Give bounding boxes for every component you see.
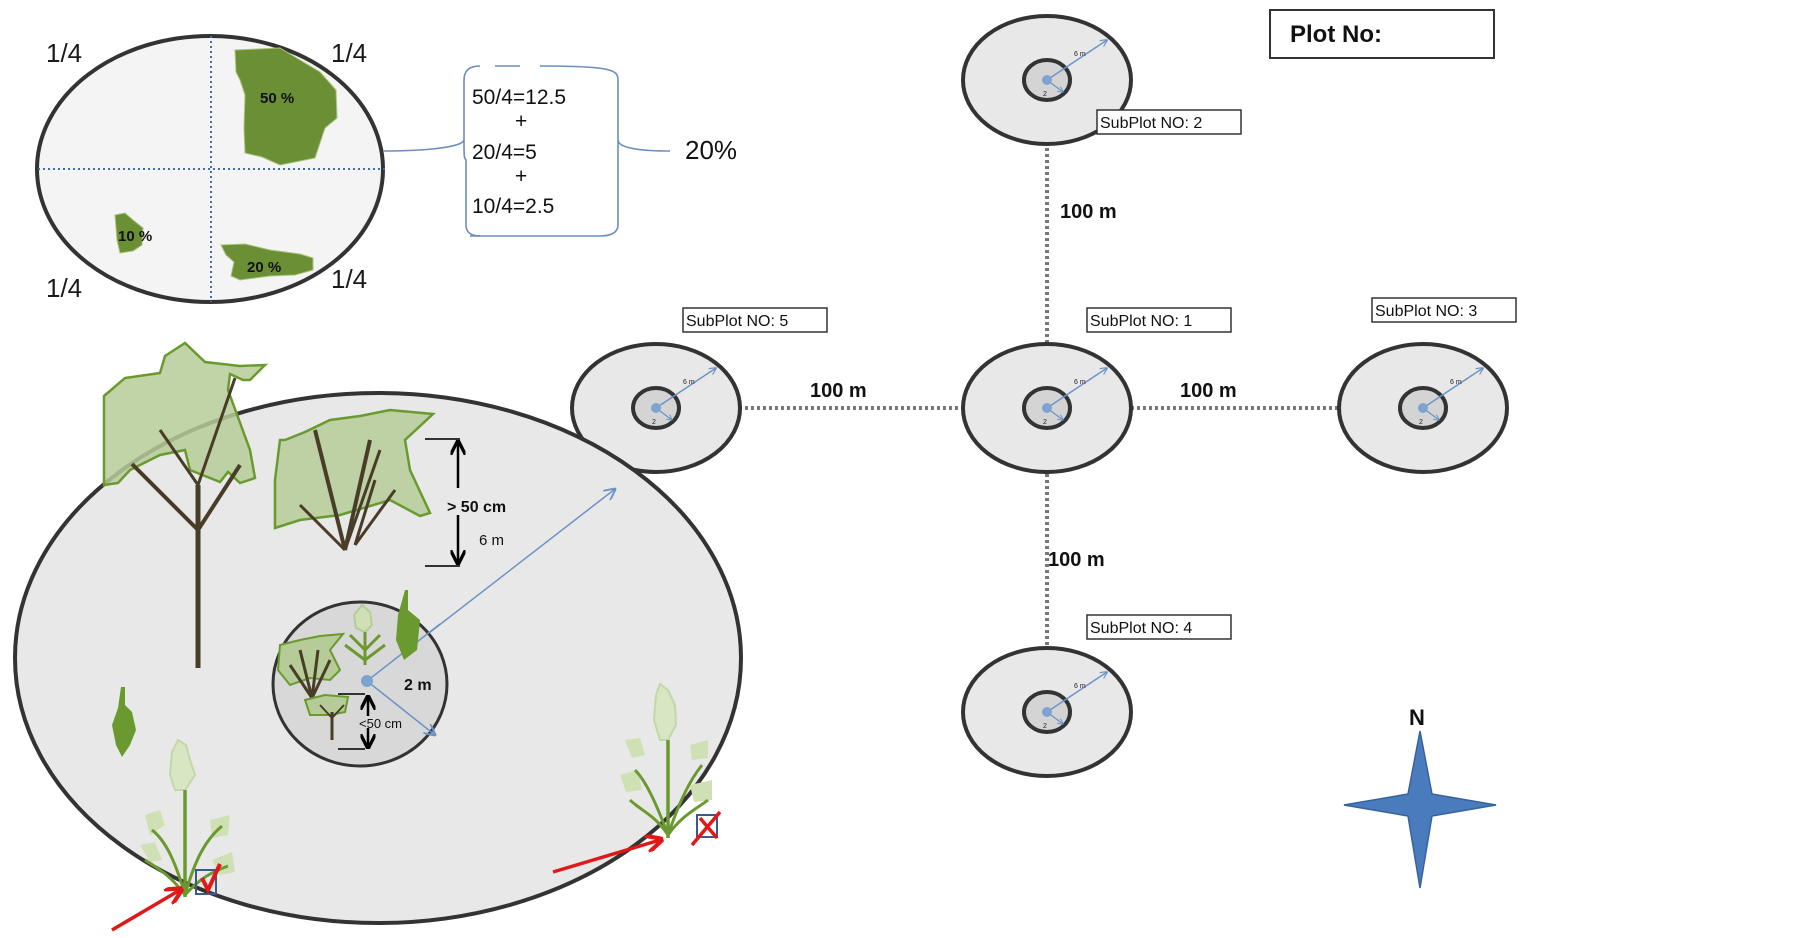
cover-patch-10 <box>114 212 144 254</box>
subplot-outer-radius-arrow <box>1046 368 1107 409</box>
grass-tuft-icon <box>112 687 136 757</box>
subplot-outer-radius-arrow <box>1046 40 1107 81</box>
outer-radius-label: 6 m <box>479 532 504 549</box>
cover-label-10: 10 % <box>118 228 152 245</box>
distance-label-south: 100 m <box>1048 549 1105 571</box>
subplot-inner-radius-label: 2 <box>1043 91 1047 98</box>
included-checkbox-icon <box>195 863 222 895</box>
subplot-outer-radius-label: 6 m <box>1450 379 1462 386</box>
tree-icon <box>102 341 269 668</box>
distance-label-north: 100 m <box>1060 201 1117 223</box>
right-brace <box>470 65 671 237</box>
small-shrub-icon <box>276 632 346 699</box>
subplot-outer-radius-label: 6 m <box>683 379 695 386</box>
subplot-label-box <box>1371 297 1517 323</box>
boundary-plant-excluded-icon <box>620 682 712 838</box>
pointer-arrow-included <box>111 890 180 932</box>
quarter-label-bottom-right: 1/4 <box>331 264 367 294</box>
subplot-outer-radius-arrow <box>1422 368 1483 409</box>
cover-patch-50 <box>234 47 338 166</box>
subplot-label: SubPlot NO: 3 <box>1375 303 1477 320</box>
boundary-plant-included-icon <box>140 738 235 897</box>
subplot-label: SubPlot NO: 4 <box>1090 620 1192 637</box>
subplot-outer-radius-label: 6 m <box>1074 379 1086 386</box>
cover-label-20: 20 % <box>247 259 281 276</box>
plot-layout-panel: Plot No: 100 m 100 m 100 m 100 m 6 m2Sub… <box>570 9 1517 889</box>
subplot-label: SubPlot NO: 2 <box>1100 115 1202 132</box>
subplot-inner-radius-label: 2 <box>1043 419 1047 426</box>
large-vegetation-height-marker <box>425 438 460 567</box>
calc-line-2: 20/4=5 <box>472 141 537 164</box>
subplot-center-point <box>361 675 373 687</box>
distance-label-west: 100 m <box>810 380 867 402</box>
compass-north-label: N <box>1409 705 1425 730</box>
subplot-inner-radius-label: 2 <box>1043 723 1047 730</box>
subplot-west[interactable]: 6 m 2 SubPlot NO: 5 <box>570 307 828 474</box>
north-compass: N <box>1343 705 1497 889</box>
subplot-label-box <box>1086 307 1232 333</box>
subplot-label: SubPlot NO: 5 <box>686 313 788 330</box>
subplot-center[interactable]: 6 m 2 SubPlot NO: 1 <box>961 307 1232 474</box>
small-grass-icon <box>396 590 420 660</box>
calc-plus-1: + <box>515 110 527 133</box>
small-herb-icon <box>344 603 386 665</box>
subplot-inner-radius-label: 2 <box>1419 419 1423 426</box>
plot-number-box[interactable]: Plot No: <box>1269 9 1495 59</box>
calc-line-1: 50/4=12.5 <box>472 86 566 109</box>
subplot-outer-radius-label: 6 m <box>1074 51 1086 58</box>
cover-patch-20 <box>220 243 314 281</box>
compass-star-icon <box>1343 730 1497 889</box>
subplot-detail-panel: > 50 cm 6 m <box>13 341 743 932</box>
calc-line-3: 10/4=2.5 <box>472 195 554 218</box>
left-brace <box>382 65 481 237</box>
subplot-center-point <box>1042 707 1052 717</box>
subplot-inner-radius-label: 2 <box>652 419 656 426</box>
large-vegetation-label: > 50 cm <box>447 499 506 516</box>
subplot-label: SubPlot NO: 1 <box>1090 313 1192 330</box>
small-vegetation-label: <50 cm <box>359 716 402 731</box>
subplot-center-point <box>1418 403 1428 413</box>
left-brace-top-gap <box>495 65 520 67</box>
quarter-label-top-right: 1/4 <box>331 38 367 68</box>
subplot-center-point <box>1042 403 1052 413</box>
subplot-south[interactable]: 6 m 2 SubPlot NO: 4 <box>961 614 1232 778</box>
subplot-label-box <box>1096 109 1242 135</box>
plot-number-label: Plot No: <box>1290 21 1382 48</box>
inner-radius-label: 2 m <box>404 677 432 694</box>
subplot-outer-radius-label: 6 m <box>1074 683 1086 690</box>
subplot-outer-radius-arrow <box>1046 672 1107 713</box>
distance-label-east: 100 m <box>1180 380 1237 402</box>
pointer-arrow-excluded <box>552 840 660 874</box>
small-tree-icon <box>303 693 350 740</box>
subplot-label-box <box>682 307 828 333</box>
subplot-label-box <box>1086 614 1232 640</box>
subplot-center-point <box>651 403 661 413</box>
subplot-center-point <box>1042 75 1052 85</box>
inner-radius-arrow <box>366 680 435 735</box>
small-vegetation-height-marker <box>338 693 368 750</box>
shrub-icon <box>273 408 436 552</box>
cover-estimation-panel: 50 % 10 % 20 % 1/4 1/4 1/4 1/4 50/4=12.5… <box>35 34 737 304</box>
quarter-label-bottom-left: 1/4 <box>46 273 82 303</box>
cover-result: 20% <box>685 135 737 165</box>
quarter-label-top-left: 1/4 <box>46 38 82 68</box>
subplot-outer-radius-arrow <box>655 368 716 409</box>
subplot-east[interactable]: 6 m 2 SubPlot NO: 3 <box>1337 297 1517 474</box>
calc-plus-2: + <box>515 165 527 188</box>
excluded-checkbox-icon <box>690 810 722 847</box>
cover-label-50: 50 % <box>260 90 294 107</box>
